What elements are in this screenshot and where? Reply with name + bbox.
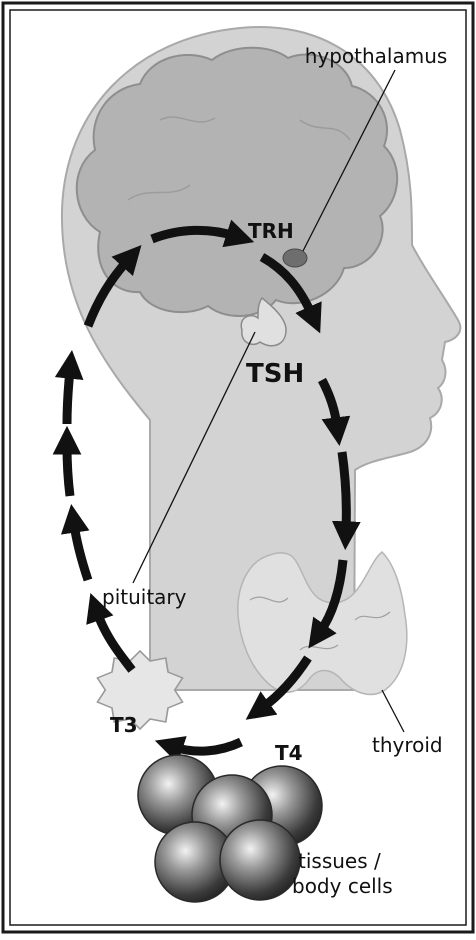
label-thyroid: thyroid — [372, 733, 443, 757]
label-hypothalamus: hypothalamus — [305, 44, 448, 68]
label-t4: T4 — [275, 741, 303, 765]
label-tissues-line2: body cells — [292, 874, 393, 898]
label-pituitary: pituitary — [102, 585, 187, 609]
label-t3: T3 — [110, 713, 138, 737]
cell-sphere — [220, 820, 300, 900]
hypothalamus-gland — [283, 249, 307, 267]
arrow-t3-up-3 — [67, 446, 70, 496]
label-tissues-line1: tissues / — [298, 849, 381, 873]
label-tsh: TSH — [246, 359, 304, 389]
arrow-t3-up-4 — [67, 370, 70, 424]
label-trh: TRH — [248, 219, 294, 243]
arrow-tsh-2 — [342, 452, 346, 530]
